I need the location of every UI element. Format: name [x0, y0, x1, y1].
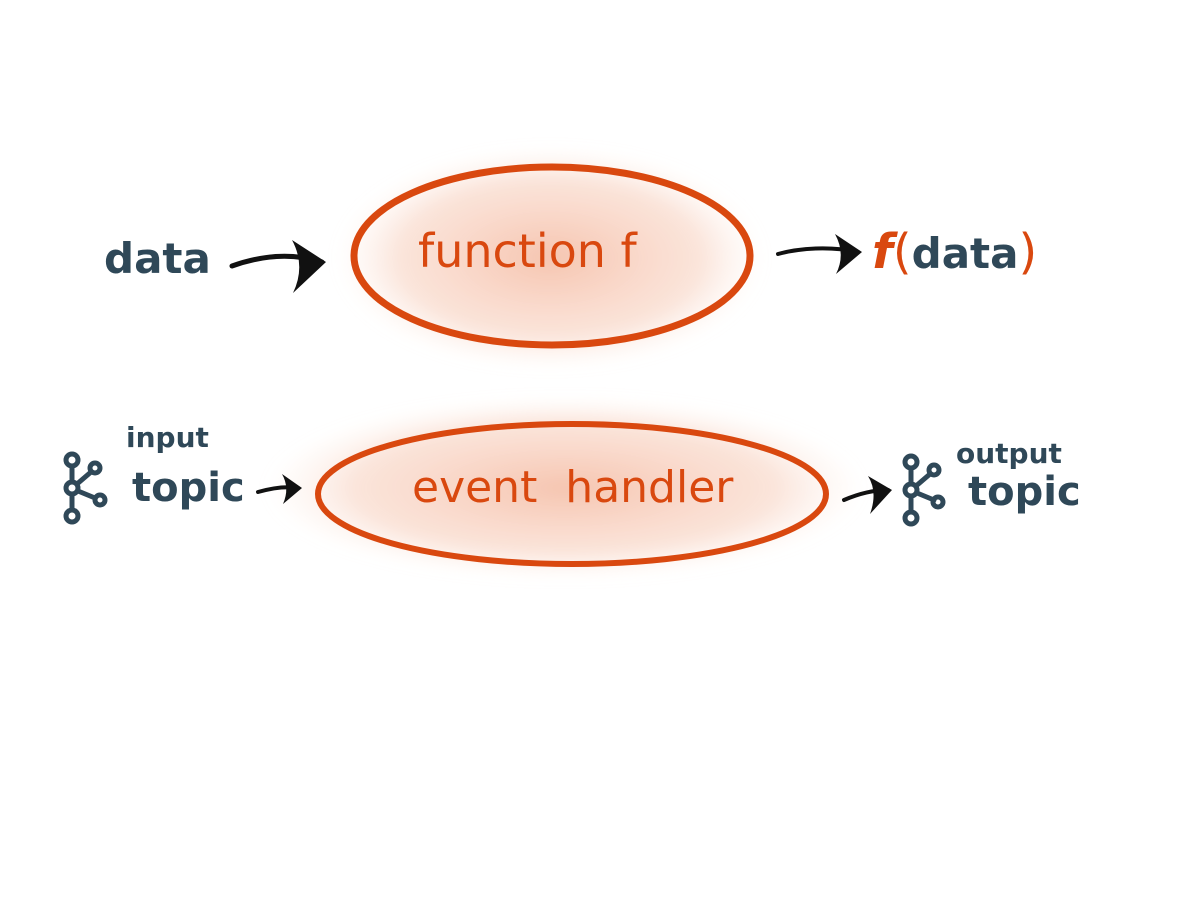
handler-glow	[265, 396, 865, 580]
output-open-paren: (	[892, 224, 912, 280]
output-func-name: f	[872, 224, 893, 280]
arrow-function-to-output	[776, 234, 862, 274]
output-expression: f(data)	[872, 228, 1037, 276]
input-topic-icon	[63, 451, 108, 525]
handler-ellipse[interactable]	[315, 421, 829, 567]
input-topic-label: topic	[132, 465, 245, 511]
function-label: function f	[418, 224, 637, 278]
function-glow	[335, 146, 765, 370]
output-arg: data	[911, 229, 1019, 278]
input-topic-small-label: input	[126, 421, 209, 454]
arrow-data-to-function	[229, 240, 326, 293]
output-close-paren: )	[1018, 224, 1038, 280]
function-ellipse[interactable]	[350, 163, 754, 349]
output-topic-small-label: output	[956, 437, 1062, 470]
arrow-input-to-handler	[256, 474, 302, 504]
output-topic-label: topic	[968, 469, 1081, 515]
input-data-label: data	[104, 234, 211, 283]
output-topic-icon	[902, 453, 946, 527]
handler-label: event handler	[412, 462, 734, 513]
arrow-handler-to-output	[842, 476, 892, 514]
